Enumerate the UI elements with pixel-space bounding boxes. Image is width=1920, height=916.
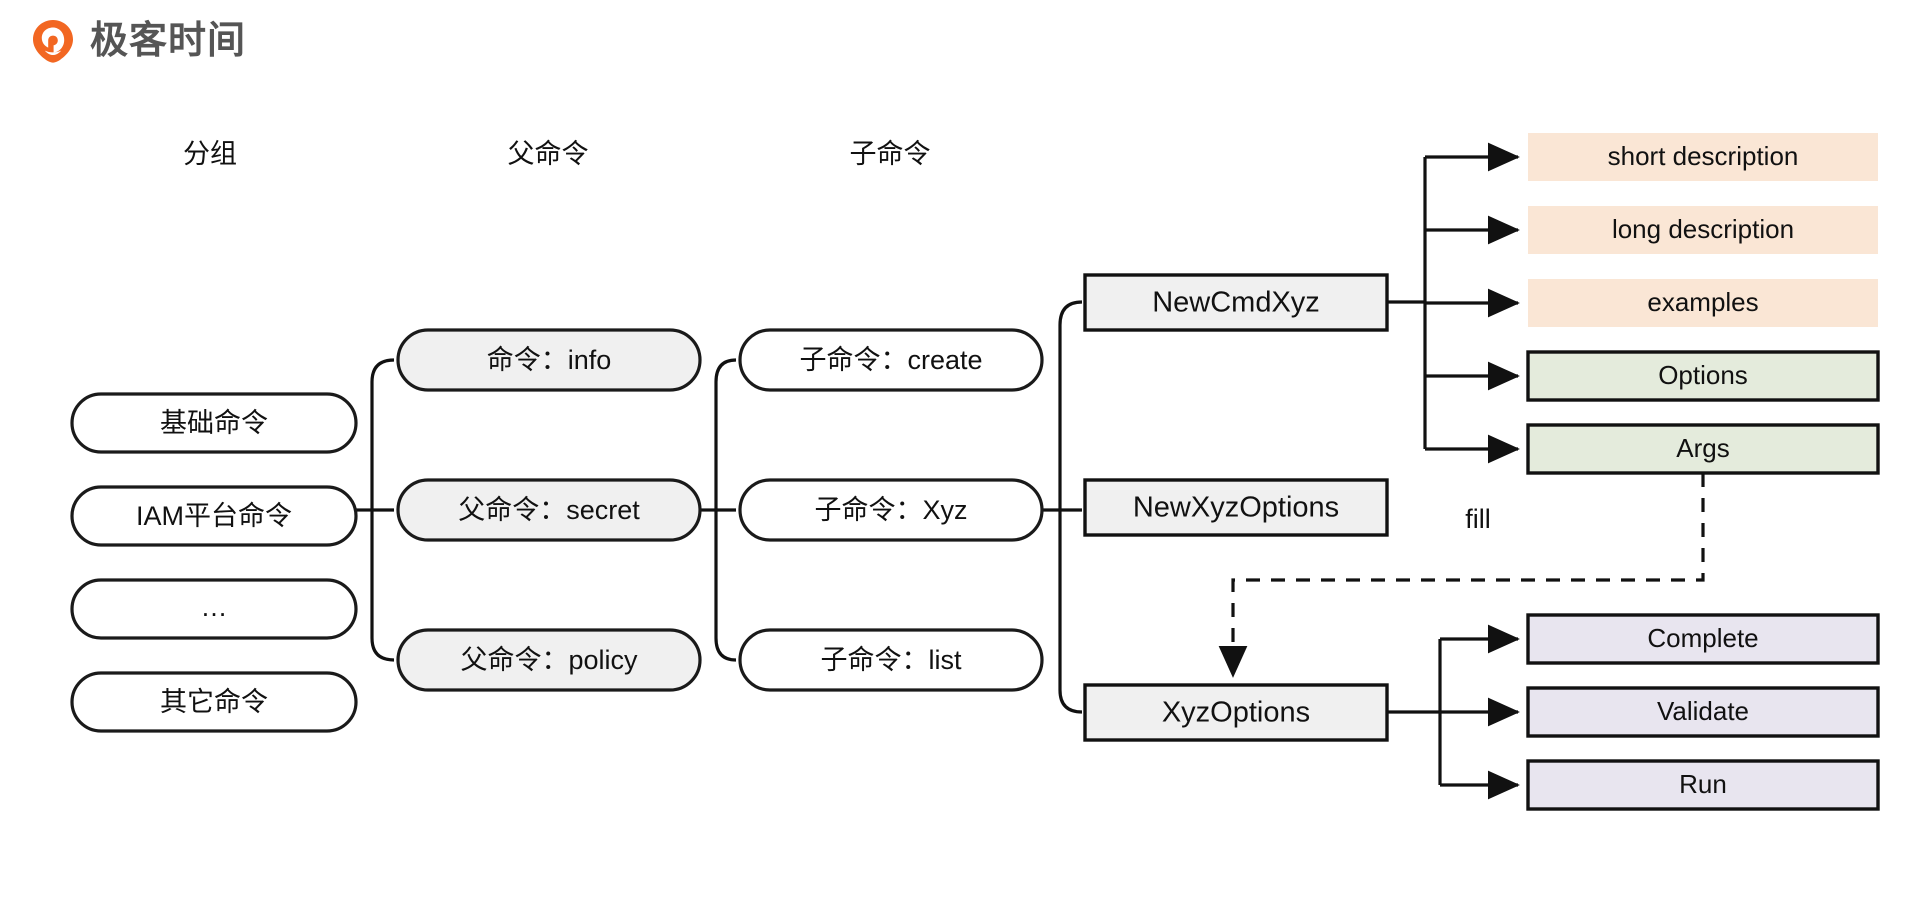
args-box-shape[interactable] — [1526, 423, 1880, 475]
parent-command-label: 父命令：secret — [458, 495, 640, 525]
edge-groups-to-parent-commands — [356, 358, 395, 662]
parent-command-node-2[interactable]: 父命令：policy — [396, 628, 702, 692]
edge-newcmdxyz-to-fields — [1387, 142, 1520, 464]
brand-name: 极客时间 — [90, 20, 247, 62]
group-pill-shape[interactable] — [70, 485, 358, 547]
edge-xyzoptions-to-methods — [1387, 624, 1520, 800]
group-node-2[interactable]: … — [70, 578, 358, 640]
newcmdxyz-box-shape[interactable] — [1083, 273, 1389, 332]
parent-command-pill-shape[interactable] — [396, 628, 702, 692]
parent-command-node-0[interactable]: 命令：info — [396, 328, 702, 392]
sub-command-label: 子命令：create — [799, 345, 982, 375]
examples-label: examples — [1647, 287, 1758, 317]
constructor-node-newcmdxyz[interactable]: NewCmdXyz — [1083, 273, 1389, 332]
group-node-1[interactable]: IAM平台命令 — [70, 485, 358, 547]
parent-command-pill-shape[interactable] — [396, 478, 702, 542]
group-node-3[interactable]: 其它命令 — [70, 671, 358, 733]
options-label: Options — [1658, 360, 1748, 390]
run-box-shape[interactable] — [1526, 759, 1880, 811]
cmd-field-args[interactable]: Args — [1526, 423, 1880, 475]
fill-edge-label: fill — [1465, 504, 1491, 534]
complete-label: Complete — [1647, 623, 1758, 653]
column-heading-groups: 分组 — [183, 139, 237, 169]
options-box-shape[interactable] — [1526, 350, 1880, 402]
group-pill-shape[interactable] — [70, 671, 358, 733]
cmd-field-options[interactable]: Options — [1526, 350, 1880, 402]
short-description-label: short description — [1608, 141, 1799, 171]
edge-parent-to-sub-commands — [700, 358, 737, 662]
parent-command-node-1[interactable]: 父命令：secret — [396, 478, 702, 542]
options-method-validate[interactable]: Validate — [1526, 686, 1880, 738]
edge-subcommand-to-constructors — [1042, 300, 1083, 714]
options-method-complete[interactable]: Complete — [1526, 613, 1880, 665]
sub-command-label: 子命令：Xyz — [814, 495, 967, 525]
group-pill-shape[interactable] — [70, 578, 358, 640]
group-label: IAM平台命令 — [136, 501, 292, 531]
constructor-node-xyzoptions[interactable]: XyzOptions — [1083, 683, 1389, 742]
group-label: 基础命令 — [160, 408, 268, 438]
cmd-field-long-description[interactable]: long description — [1528, 206, 1878, 254]
parent-command-pill-shape[interactable] — [396, 328, 702, 392]
long-description-label: long description — [1612, 214, 1794, 244]
xyzoptions-label: XyzOptions — [1162, 697, 1310, 729]
constructor-node-newxyzoptions[interactable]: NewXyzOptions — [1083, 478, 1389, 537]
cmd-field-short-description[interactable]: short description — [1528, 133, 1878, 181]
newcmdxyz-label: NewCmdXyz — [1152, 287, 1320, 319]
parent-command-label: 命令：info — [487, 345, 612, 375]
args-label: Args — [1676, 433, 1729, 463]
options-method-run[interactable]: Run — [1526, 759, 1880, 811]
parent-command-label: 父命令：policy — [460, 645, 638, 675]
edge-fill-args-to-xyzoptions: fill — [1218, 473, 1705, 678]
sub-command-label: 子命令：list — [821, 645, 962, 675]
sub-command-node-1[interactable]: 子命令：Xyz — [738, 478, 1044, 542]
group-pill-shape[interactable] — [70, 392, 358, 454]
sub-command-pill-shape[interactable] — [738, 628, 1044, 692]
group-node-0[interactable]: 基础命令 — [70, 392, 358, 454]
short-description-box-shape[interactable] — [1528, 133, 1878, 181]
validate-box-shape[interactable] — [1526, 686, 1880, 738]
sub-command-node-2[interactable]: 子命令：list — [738, 628, 1044, 692]
long-description-box-shape[interactable] — [1528, 206, 1878, 254]
run-label: Run — [1679, 769, 1727, 799]
group-label: 其它命令 — [160, 687, 268, 717]
xyzoptions-box-shape[interactable] — [1083, 683, 1389, 742]
geek-time-logo-icon — [30, 18, 76, 64]
cmd-field-examples[interactable]: examples — [1528, 279, 1878, 327]
newxyzoptions-label: NewXyzOptions — [1133, 492, 1339, 524]
group-label: … — [201, 592, 228, 622]
sub-command-pill-shape[interactable] — [738, 478, 1044, 542]
sub-command-pill-shape[interactable] — [738, 328, 1044, 392]
column-heading-sub-commands: 子命令 — [849, 139, 931, 169]
sub-command-node-0[interactable]: 子命令：create — [738, 328, 1044, 392]
brand-header: 极客时间 — [30, 18, 246, 64]
complete-box-shape[interactable] — [1526, 613, 1880, 665]
column-heading-parent-commands: 父命令 — [507, 139, 589, 169]
validate-label: Validate — [1657, 696, 1749, 726]
examples-box-shape[interactable] — [1528, 279, 1878, 327]
newxyzoptions-box-shape[interactable] — [1083, 478, 1389, 537]
